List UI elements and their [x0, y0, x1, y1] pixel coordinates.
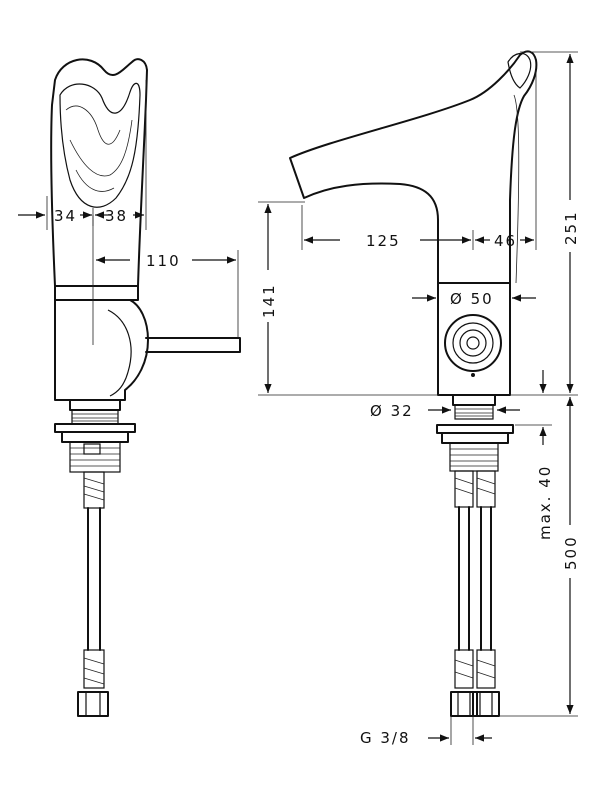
dim-46: 46 [494, 232, 517, 250]
dim-125: 125 [366, 232, 401, 250]
front-view [50, 58, 241, 717]
dim-500: 500 [562, 535, 580, 570]
dim-141: 141 [260, 283, 278, 318]
dim-max40: max. 40 [536, 465, 554, 540]
dim-thread: G 3/8 [360, 729, 411, 747]
dim-38: 38 [105, 207, 128, 225]
dim-251: 251 [562, 210, 580, 245]
front-view-dimensions: 34 38 110 [18, 80, 239, 338]
side-view-dimensions: 125 46 251 141 Ø 50 Ø 32 max. 40 500 [258, 51, 580, 747]
dim-110: 110 [146, 252, 181, 270]
dim-34: 34 [54, 207, 77, 225]
dim-d32: Ø 32 [370, 402, 414, 420]
side-view [289, 50, 538, 717]
dim-d50: Ø 50 [450, 290, 494, 308]
